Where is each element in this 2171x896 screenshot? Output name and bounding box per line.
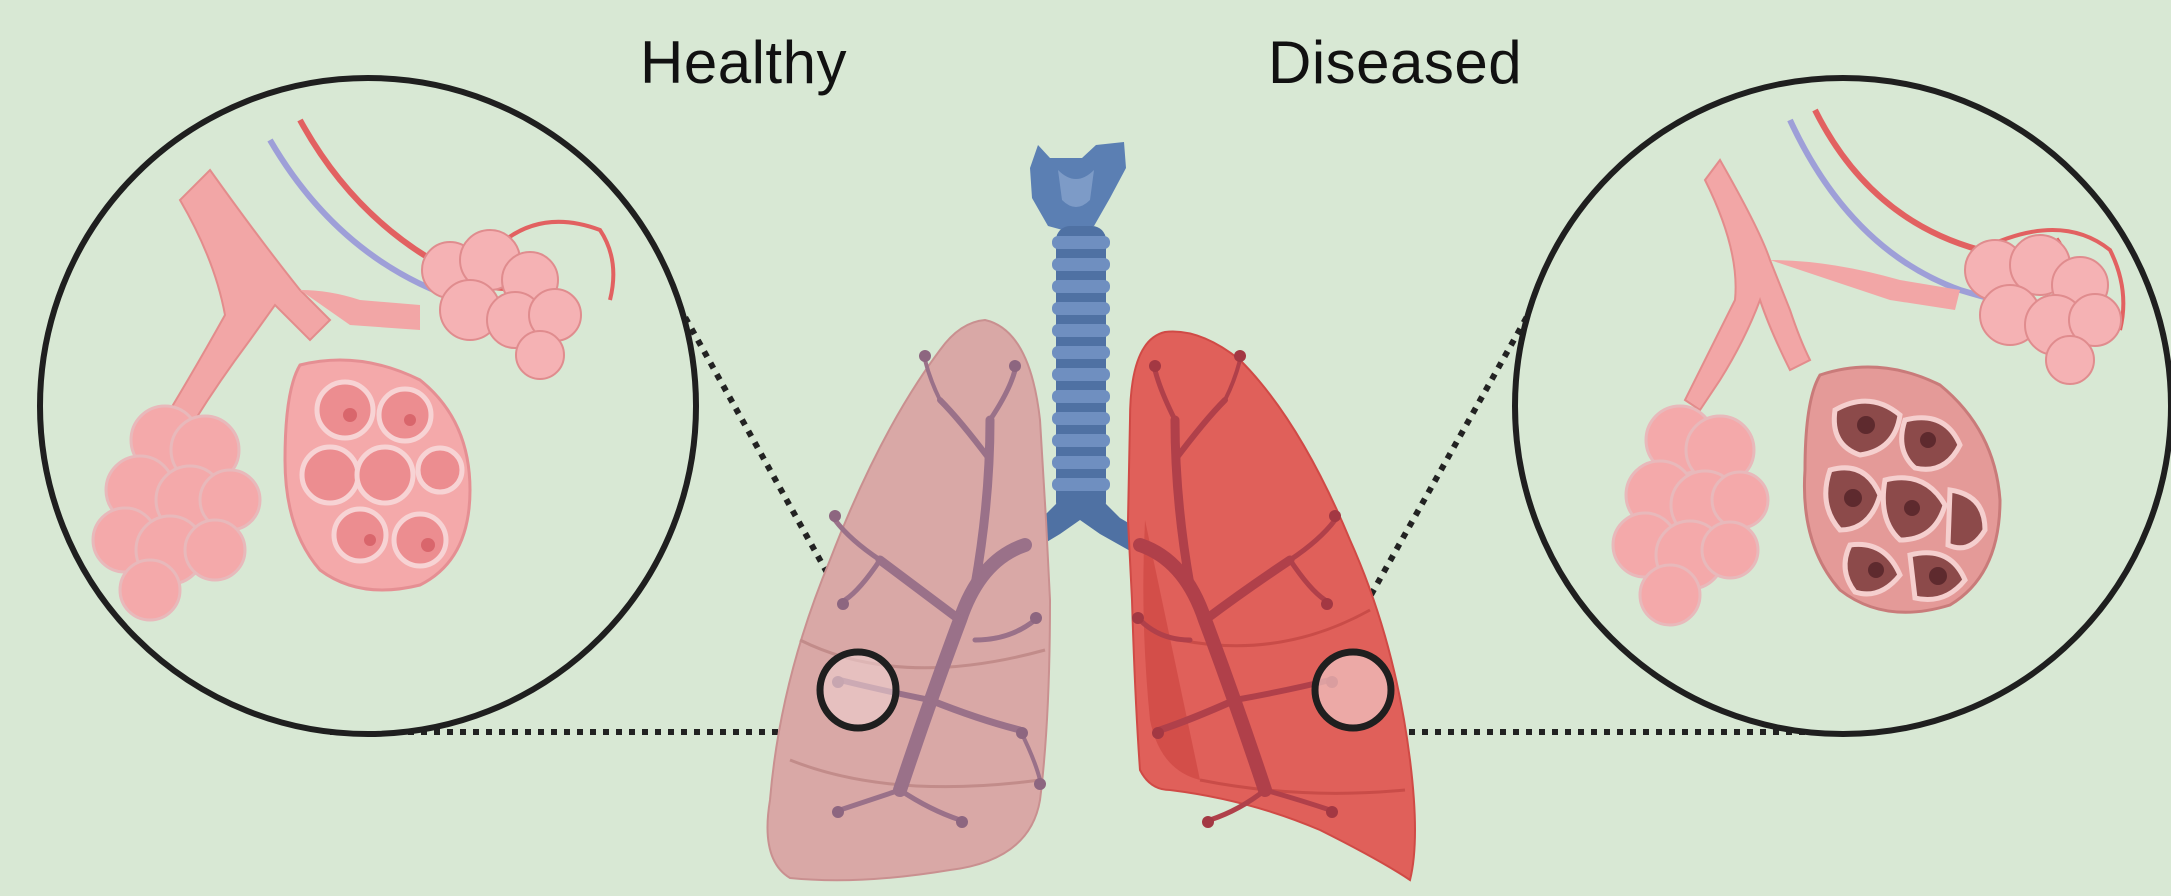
diseased-lung — [1128, 332, 1415, 880]
healthy-alveoli-zoom — [40, 78, 696, 734]
diseased-alveoli-zoom — [1515, 78, 2171, 734]
diseased-zoom-marker — [1315, 652, 1391, 728]
healthy-zoom-marker — [820, 652, 896, 728]
healthy-lung — [768, 320, 1051, 880]
